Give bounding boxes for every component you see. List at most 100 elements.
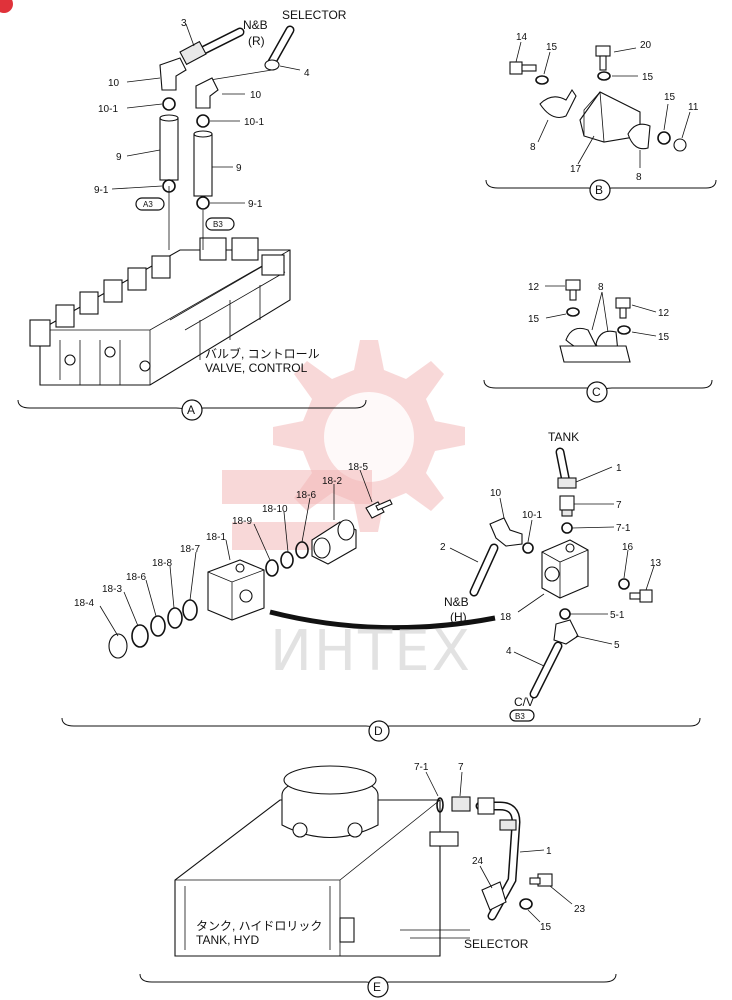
callout-e-23: 23 — [574, 904, 586, 915]
bolt-18-5 — [365, 499, 393, 519]
oring-9-1-left — [162, 179, 176, 193]
elbow-5 — [553, 619, 579, 645]
washer-16 — [618, 578, 630, 590]
view-c: 12 8 12 15 15 C — [483, 279, 713, 403]
ring-18-10 — [280, 551, 294, 569]
bolt-23 — [529, 873, 553, 887]
block-18-1 — [207, 559, 265, 621]
callout-d-10-1: 10-1 — [522, 510, 542, 521]
hose-1-tank — [555, 447, 577, 489]
callout-d-18-8: 18-8 — [152, 558, 172, 569]
callout-d-1: 1 — [616, 463, 622, 474]
pipe-9-left — [159, 114, 179, 181]
callout-c-8: 8 — [598, 282, 604, 293]
view-e-letter: E — [373, 980, 381, 994]
callout-d-18-6-a: 18-6 — [296, 490, 316, 501]
view-d: 18-4 18-3 18-6 18-8 18-7 18-1 18-9 18-10… — [61, 430, 701, 742]
callout-d-4: 4 — [506, 646, 512, 657]
callout-d-7: 7 — [616, 500, 622, 511]
washer-15-c2 — [617, 325, 631, 335]
tag-cv-b3-text: B3 — [515, 712, 525, 721]
washer-15-b2 — [597, 71, 611, 81]
label-nb-h: N&B — [444, 595, 469, 609]
bolt-14 — [509, 61, 537, 75]
label-nb-r-side: (R) — [248, 34, 265, 48]
pipe-9-right — [193, 130, 213, 197]
fitting-7-e — [451, 796, 471, 812]
view-b: 14 15 20 15 15 11 8 17 8 B — [485, 32, 717, 201]
tag-a3 — [135, 197, 165, 211]
clamp-8-right — [627, 123, 651, 150]
callout-d-18-6-b: 18-6 — [126, 572, 146, 583]
ring-18-8 — [167, 607, 183, 629]
block-18 — [541, 539, 589, 599]
callout-b-15-a: 15 — [546, 42, 558, 53]
callout-d-5: 5 — [614, 640, 620, 651]
tag-b3 — [205, 217, 235, 231]
callout-d-18-4: 18-4 — [74, 598, 94, 609]
clamp-24 — [481, 881, 507, 911]
label-nb-r: N&B — [243, 18, 268, 32]
label-selector-bottom: SELECTOR — [464, 937, 529, 951]
tag-b3-text: B3 — [213, 220, 223, 229]
spool-18-2 — [311, 519, 357, 565]
callout-e-1: 1 — [546, 846, 552, 857]
fitting-3 — [179, 27, 245, 66]
callout-d-18-3: 18-3 — [102, 584, 122, 595]
view-a-marker — [181, 399, 203, 421]
callout-d-5-1: 5-1 — [610, 610, 625, 621]
washer-15-b3 — [657, 131, 671, 145]
view-d-letter: D — [374, 724, 383, 738]
oring-18-9 — [265, 559, 279, 577]
callout-a-3: 3 — [181, 18, 187, 29]
oring-9-1-right — [196, 196, 210, 210]
elbow-10-right — [195, 77, 219, 109]
callout-d-18-5: 18-5 — [348, 462, 368, 473]
callout-d-2: 2 — [440, 542, 446, 553]
oring-7-1 — [561, 522, 573, 534]
callout-c-12-a: 12 — [528, 282, 540, 293]
callout-a-10-right: 10 — [250, 90, 262, 101]
callout-a-9-1-right: 9-1 — [248, 199, 263, 210]
callout-d-13: 13 — [650, 558, 662, 569]
callout-a-4: 4 — [304, 68, 310, 79]
callout-a-10-1-right: 10-1 — [244, 117, 264, 128]
view-a: 3 10 10-1 9 9-1 4 10 10-1 9 9-1 N&B (R) … — [17, 8, 367, 421]
oring-7-1-e — [436, 797, 444, 813]
callout-a-10-1-left: 10-1 — [98, 104, 118, 115]
view-e-marker — [367, 976, 389, 998]
view-a-letter: A — [187, 403, 195, 417]
view-b-letter: B — [595, 183, 603, 197]
callout-d-18-1: 18-1 — [206, 532, 226, 543]
nut-18-4 — [108, 633, 128, 659]
view-d-marker — [368, 720, 390, 742]
bolt-13 — [629, 589, 653, 603]
oring-10-1-right — [196, 114, 210, 128]
label-tank-jp: タンク, ハイドロリック — [196, 919, 322, 933]
clamp-8-pair — [559, 327, 631, 363]
callout-c-15-a: 15 — [528, 314, 540, 325]
oring-10-1-d — [522, 542, 534, 554]
control-valve-drawing — [29, 237, 291, 386]
callout-a-9-left: 9 — [116, 152, 122, 163]
view-c-letter: C — [592, 385, 601, 399]
callout-d-7-1: 7-1 — [616, 523, 631, 534]
callout-b-8-b: 8 — [636, 172, 642, 183]
fitting-4 — [264, 25, 295, 71]
label-tank: TANK — [548, 430, 579, 444]
callout-e-24: 24 — [472, 856, 484, 867]
callout-d-18-9: 18-9 — [232, 516, 252, 527]
callout-c-12-b: 12 — [658, 308, 670, 319]
ring-18-3 — [131, 624, 149, 648]
callout-d-18-2: 18-2 — [322, 476, 342, 487]
hydraulic-tank-drawing — [174, 765, 470, 957]
nut-11 — [673, 138, 687, 152]
callout-e-15: 15 — [540, 922, 552, 933]
callout-b-11: 11 — [688, 102, 699, 113]
hose-2 — [469, 543, 499, 597]
label-valve-jp: バルブ, コントロール — [205, 346, 320, 361]
view-c-marker — [586, 381, 608, 403]
callout-d-16: 16 — [622, 542, 634, 553]
label-tank-en: TANK, HYD — [196, 933, 259, 947]
oring-10-1-left — [162, 97, 176, 111]
